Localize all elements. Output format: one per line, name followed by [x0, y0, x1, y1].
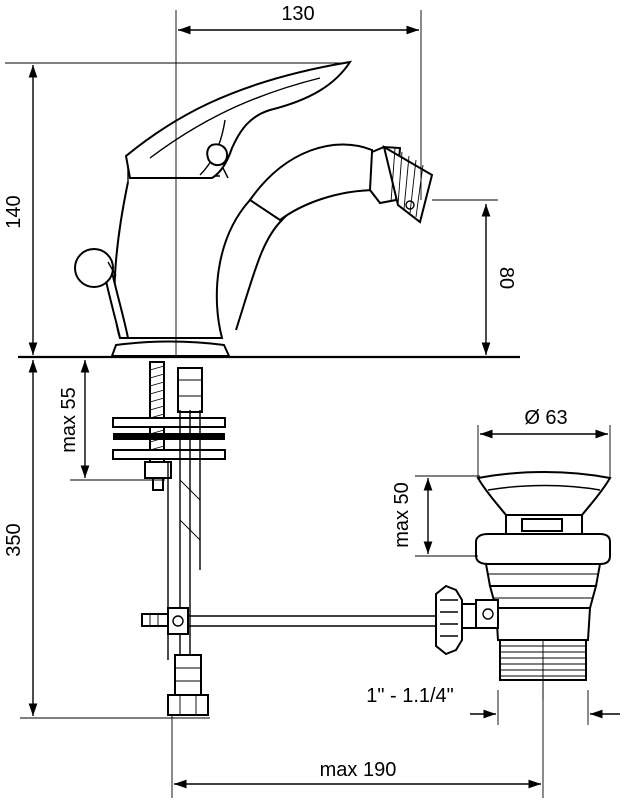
dimension-label-130: 130 — [281, 3, 314, 25]
dimension-140: 140 — [3, 62, 350, 355]
dimension-label-350: 350 — [3, 523, 25, 556]
dimension-label-max-55: max 55 — [58, 387, 80, 453]
dimension-max-55: max 55 — [58, 360, 165, 481]
dimension-350: 350 — [3, 360, 210, 719]
dimension-thread: 1" - 1.1/4" — [366, 685, 620, 725]
dimension-label-diameter-63: Ø 63 — [524, 407, 567, 429]
dimension-max-190: max 190 — [171, 715, 544, 798]
dimension-label-max-190: max 190 — [320, 759, 397, 781]
dimension-80: 80 — [432, 199, 517, 355]
dimension-max-50: max 50 — [391, 475, 480, 557]
dimension-diameter-63: Ø 63 — [477, 407, 611, 478]
dimension-label-thread: 1" - 1.1/4" — [366, 685, 454, 707]
pop-up-waste — [435, 471, 612, 745]
mounting-hardware — [112, 361, 440, 716]
dimension-label-140: 140 — [3, 195, 25, 228]
dimension-label-80: 80 — [495, 267, 517, 289]
dimension-130: 130 — [175, 3, 422, 357]
faucet-body — [74, 60, 434, 357]
dimension-label-max-50: max 50 — [391, 482, 413, 548]
